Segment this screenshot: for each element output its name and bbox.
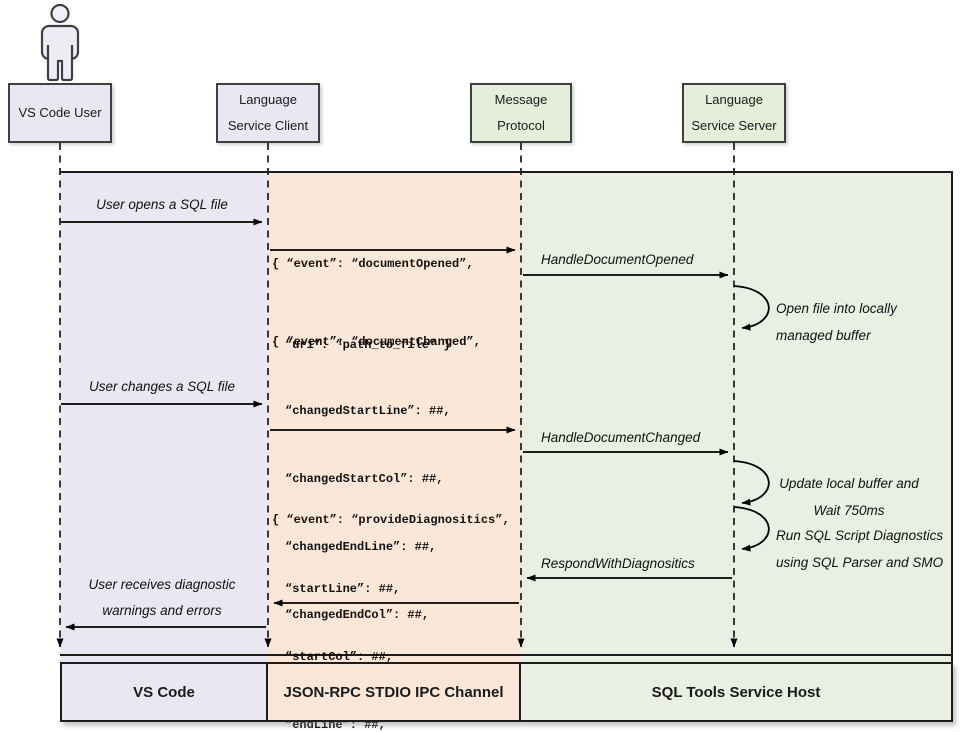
label-handle-doc-changed: HandleDocumentChanged [541,430,701,445]
lane-box-vscode-label: VS Code [133,683,195,701]
actor-client-box: Language Service Client [216,83,320,143]
label-respond: RespondWithDiagnositics [541,556,695,571]
json-line: “changedEndCol”: ##, [285,607,430,622]
actor-server-label-1: Language [705,92,763,107]
band-bottom-line [60,654,953,656]
json-line: “changedStartCol”: ##, [285,471,444,486]
vscode-lane-background [60,173,268,662]
payload-document-opened: { “event”: “documentOpened”, “uri”: “pat… [272,197,474,413]
json-line: “uri”: “path_to_file” } [285,338,451,352]
payload-provide-diagnostics: { “event”: “provideDiagnositics”, “start… [272,464,510,732]
swimlane-band [60,171,953,662]
actor-client-label-1: Language [239,92,297,107]
label-user-receives-line2: warnings and errors [102,603,222,618]
lane-box-host-label: SQL Tools Service Host [651,683,821,701]
actor-protocol-box: Message Protocol [470,83,572,143]
actor-protocol-label-1: Message [494,92,548,107]
label-handle-doc-opened: HandleDocumentOpened [541,252,694,267]
actor-protocol-label-2: Protocol [497,118,545,133]
person-icon [40,3,80,82]
payload-document-changed: { “event”: “documentChanged”, “changedSt… [272,286,501,732]
json-line: { “event”: “documentChanged”, [272,335,481,350]
label-user-receives-line1: User receives diagnostic [88,577,236,592]
label-user-opens: User opens a SQL file [96,197,228,212]
lane-box-ipc: JSON-RPC STDIO IPC Channel [268,662,521,722]
label-user-receives: User receives diagnostic warnings and er… [60,572,264,624]
note-open-file-line2: managed buffer [776,328,871,343]
note-open-file: Open file into locally managed buffer [776,295,897,349]
lane-box-vscode: VS Code [60,662,268,722]
json-line: “changedStartLine”: ##, [285,403,451,418]
json-line: { “event”: “documentOpened”, [272,257,474,271]
json-line: “changedEndLine”: ##, [285,539,437,554]
note-run-diagnostics: Run SQL Script Diagnostics using SQL Par… [776,522,943,576]
actor-client-label-2: Service Client [227,118,309,133]
label-user-changes: User changes a SQL file [88,379,236,394]
json-line: “startCol”: ##, [285,649,394,664]
actor-user-box: VS Code User [8,83,112,143]
note-update-buffer-line1: Update local buffer and [779,476,919,491]
actor-server-label-2: Service Server [691,118,777,133]
json-line: { “event”: “provideDiagnositics”, [272,513,510,528]
ipc-lane-background [268,173,521,662]
note-open-file-line1: Open file into locally [776,301,897,316]
host-lane-background [521,173,951,662]
lane-box-ipc-label: JSON-RPC STDIO IPC Channel [283,683,504,701]
note-run-diagnostics-line1: Run SQL Script Diagnostics [776,528,944,543]
actor-user-label: VS Code User [18,105,102,120]
note-run-diagnostics-line2: using SQL Parser and SMO [776,555,944,570]
note-update-buffer: Update local buffer and Wait 750ms [760,470,938,524]
actor-server-box: Language Service Server [682,83,786,143]
lane-box-host: SQL Tools Service Host [521,662,953,722]
note-update-buffer-line2: Wait 750ms [813,503,885,518]
json-line: “startLine”: ##, [285,581,401,596]
